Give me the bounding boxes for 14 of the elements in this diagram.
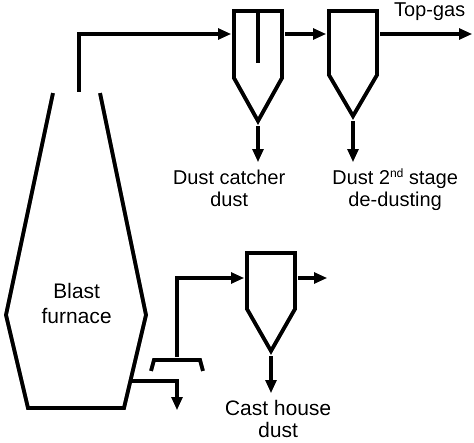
edge-label: Top-gas	[394, 0, 466, 20]
flow-arrow	[298, 272, 327, 284]
flow-arrow	[265, 356, 277, 393]
flow-arrow	[77, 28, 231, 92]
output-label: Cast house dust	[223, 393, 333, 442]
flow-arrow	[285, 28, 326, 40]
flow-arrow	[380, 28, 472, 40]
flow-arrow	[175, 272, 244, 357]
output-label: Dust catcher dust	[171, 162, 287, 211]
flow-arrow	[252, 126, 264, 162]
flow-arrow	[130, 379, 183, 410]
furnace-label: Blast furnace	[41, 279, 112, 329]
output-label: Dust 2$^{nd}$ stage de-dusting	[329, 162, 461, 211]
flow-arrow	[347, 121, 359, 162]
